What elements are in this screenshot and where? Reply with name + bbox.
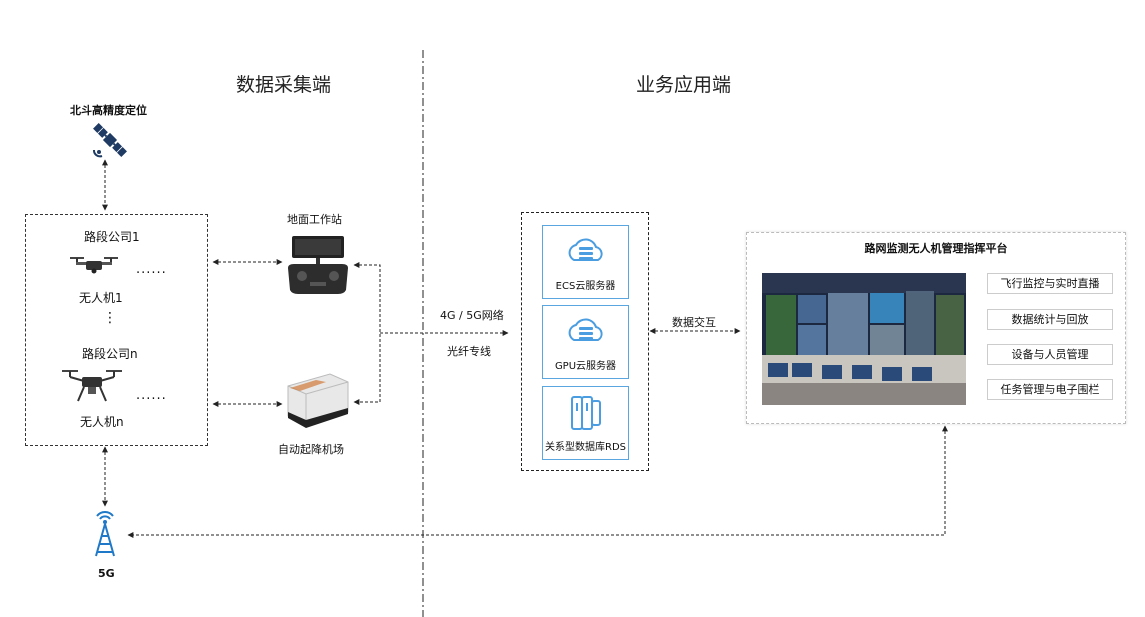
cloud-services-box: ECS云服务器 GPU云服务器 关系型数据库RDS xyxy=(521,212,649,471)
feature-device-personnel: 设备与人员管理 xyxy=(987,344,1113,365)
airport-label: 自动起降机场 xyxy=(278,443,344,456)
signal-tower-icon xyxy=(92,510,118,564)
company-group-box xyxy=(25,214,208,446)
satellite-icon xyxy=(88,118,132,166)
ecs-server-label: ECS云服务器 xyxy=(555,281,616,292)
feature-task-geofence: 任务管理与电子围栏 xyxy=(987,379,1113,400)
drone-icon xyxy=(70,255,118,279)
platform-title: 路网监测无人机管理指挥平台 xyxy=(864,242,1008,255)
rds-database-card: 关系型数据库RDS xyxy=(542,386,629,460)
cloud-server-icon xyxy=(564,314,608,354)
rds-database-label: 关系型数据库RDS xyxy=(545,442,626,453)
drone-dock-icon xyxy=(282,372,352,436)
ground-station-label: 地面工作站 xyxy=(287,213,342,226)
drone-ellipsis-2: ...... xyxy=(136,388,167,403)
ecs-server-card: ECS云服务器 xyxy=(542,225,629,299)
data-exchange-label: 数据交互 xyxy=(672,316,716,329)
drone-n-label: 无人机n xyxy=(80,415,124,429)
control-center-image xyxy=(762,273,966,405)
company-1-label: 路段公司1 xyxy=(84,230,140,244)
beidou-label: 北斗高精度定位 xyxy=(70,104,147,117)
platform-box: 路网监测无人机管理指挥平台 飞行监控与实时直播 xyxy=(746,232,1126,424)
network-label-4g5g: 4G / 5G网络 xyxy=(440,309,504,322)
gpu-server-card: GPU云服务器 xyxy=(542,305,629,379)
business-application-title: 业务应用端 xyxy=(636,74,732,96)
drone-icon xyxy=(62,367,122,409)
data-collection-title: 数据采集端 xyxy=(236,74,332,96)
network-label-fiber: 光纤专线 xyxy=(447,345,491,358)
feature-flight-monitoring: 飞行监控与实时直播 xyxy=(987,273,1113,294)
drone-ellipsis-1: ...... xyxy=(136,262,167,277)
tower-5g-label: 5G xyxy=(98,567,115,580)
gpu-server-label: GPU云服务器 xyxy=(554,361,617,372)
remote-controller-icon xyxy=(286,234,350,300)
vertical-ellipsis: ⋮ xyxy=(103,310,117,326)
drone-1-label: 无人机1 xyxy=(79,291,123,305)
cloud-server-icon xyxy=(564,234,608,274)
feature-data-statistics: 数据统计与回放 xyxy=(987,309,1113,330)
company-n-label: 路段公司n xyxy=(82,347,138,361)
database-icon xyxy=(566,395,606,435)
